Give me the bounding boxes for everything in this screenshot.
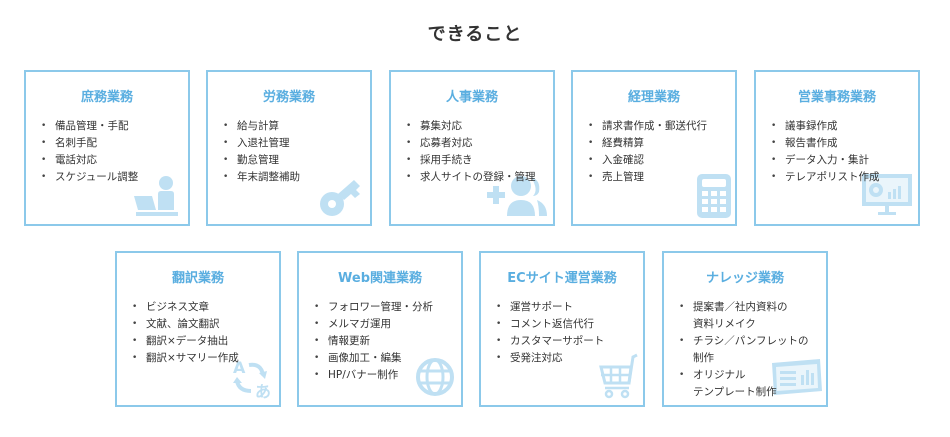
translate-icon: A あ bbox=[233, 358, 271, 399]
card-list: 請求書作成・郵送代行 経費精算 入金確認 売上管理 bbox=[587, 118, 729, 186]
card-list: 募集対応 応募者対応 採用手続き 求人サイトの登録・管理 bbox=[405, 118, 547, 186]
card-title: ECサイト運営業務 bbox=[507, 271, 617, 286]
list-item: フォロワー管理・分析 bbox=[313, 299, 455, 316]
list-item: 翻訳×データ抽出 bbox=[131, 333, 273, 350]
list-item: 運営サポート bbox=[495, 299, 637, 316]
card-title: 経理業務 bbox=[627, 90, 680, 105]
list-item: 応募者対応 bbox=[405, 135, 547, 152]
svg-text:あ: あ bbox=[255, 382, 271, 399]
list-item: 受発注対応 bbox=[495, 350, 637, 367]
list-item: 年末調整補助 bbox=[222, 169, 364, 186]
list-item: HP/バナー制作 bbox=[313, 367, 455, 384]
card-sales-admin: 営業事務業務 議事録作成 報告書作成 データ入力・集計 テレアポリスト作成 bbox=[754, 70, 920, 226]
list-item: チラシ／パンフレットの 制作 bbox=[678, 333, 820, 367]
card-list: 提案書／社内資料の 資料リメイク チラシ／パンフレットの 制作 オリジナル テン… bbox=[678, 299, 820, 401]
card-labor-affairs: 労務業務 給与計算 入退社管理 勤怠管理 年末調整補助 bbox=[206, 70, 372, 226]
list-item: 採用手続き bbox=[405, 152, 547, 169]
card-translation: 翻訳業務 ビジネス文章 文献、論文翻訳 翻訳×データ抽出 翻訳×サマリー作成 A… bbox=[115, 251, 281, 407]
list-item: ビジネス文章 bbox=[131, 299, 273, 316]
person-at-laptop-icon bbox=[134, 176, 178, 216]
card-title: 人事業務 bbox=[445, 90, 498, 105]
list-item: 勤怠管理 bbox=[222, 152, 364, 169]
list-item: 給与計算 bbox=[222, 118, 364, 135]
list-item: 情報更新 bbox=[313, 333, 455, 350]
card-ec-site: ECサイト運営業務 運営サポート コメント返信代行 カスタマーサポート 受発注対… bbox=[479, 251, 645, 407]
list-item: 文献、論文翻訳 bbox=[131, 316, 273, 333]
card-list: 議事録作成 報告書作成 データ入力・集計 テレアポリスト作成 bbox=[770, 118, 912, 186]
list-item: オリジナル テンプレート制作 bbox=[678, 367, 820, 401]
list-item: 名刺手配 bbox=[40, 135, 182, 152]
list-item: スケジュール調整 bbox=[40, 169, 182, 186]
card-general-affairs: 庶務業務 備品管理・手配 名刺手配 電話対応 スケジュール調整 bbox=[24, 70, 190, 226]
page-title: できること bbox=[427, 24, 523, 45]
card-list: ビジネス文章 文献、論文翻訳 翻訳×データ抽出 翻訳×サマリー作成 bbox=[131, 299, 273, 367]
card-title: 営業事務業務 bbox=[797, 90, 876, 105]
list-item: 議事録作成 bbox=[770, 118, 912, 135]
card-title: 労務業務 bbox=[262, 90, 315, 105]
list-item: 請求書作成・郵送代行 bbox=[587, 118, 729, 135]
card-knowledge: ナレッジ業務 提案書／社内資料の 資料リメイク チラシ／パンフレットの 制作 オ… bbox=[662, 251, 828, 407]
card-title: Web関連業務 bbox=[338, 271, 422, 286]
card-title: 庶務業務 bbox=[80, 90, 133, 105]
list-item: コメント返信代行 bbox=[495, 316, 637, 333]
list-item: 経費精算 bbox=[587, 135, 729, 152]
list-item: テレアポリスト作成 bbox=[770, 169, 912, 186]
card-human-resources: 人事業務 募集対応 応募者対応 採用手続き 求人サイトの登録・管理 bbox=[389, 70, 555, 226]
card-list: 備品管理・手配 名刺手配 電話対応 スケジュール調整 bbox=[40, 118, 182, 186]
list-item: 求人サイトの登録・管理 bbox=[405, 169, 547, 186]
card-list: フォロワー管理・分析 メルマガ運用 情報更新 画像加工・編集 HP/バナー制作 bbox=[313, 299, 455, 384]
list-item: 入金確認 bbox=[587, 152, 729, 169]
card-list: 給与計算 入退社管理 勤怠管理 年末調整補助 bbox=[222, 118, 364, 186]
list-item: 募集対応 bbox=[405, 118, 547, 135]
list-item: 電話対応 bbox=[40, 152, 182, 169]
list-item: メルマガ運用 bbox=[313, 316, 455, 333]
list-item: 翻訳×サマリー作成 bbox=[131, 350, 273, 367]
list-item: カスタマーサポート bbox=[495, 333, 637, 350]
card-title: ナレッジ業務 bbox=[705, 271, 784, 286]
card-list: 運営サポート コメント返信代行 カスタマーサポート 受発注対応 bbox=[495, 299, 637, 367]
list-item: 入退社管理 bbox=[222, 135, 364, 152]
list-item: 画像加工・編集 bbox=[313, 350, 455, 367]
list-item: 報告書作成 bbox=[770, 135, 912, 152]
card-web: Web関連業務 フォロワー管理・分析 メルマガ運用 情報更新 画像加工・編集 H… bbox=[297, 251, 463, 407]
card-accounting: 経理業務 請求書作成・郵送代行 経費精算 入金確認 売上管理 bbox=[571, 70, 737, 226]
card-title: 翻訳業務 bbox=[171, 271, 224, 286]
list-item: 提案書／社内資料の 資料リメイク bbox=[678, 299, 820, 333]
list-item: データ入力・集計 bbox=[770, 152, 912, 169]
list-item: 備品管理・手配 bbox=[40, 118, 182, 135]
list-item: 売上管理 bbox=[587, 169, 729, 186]
